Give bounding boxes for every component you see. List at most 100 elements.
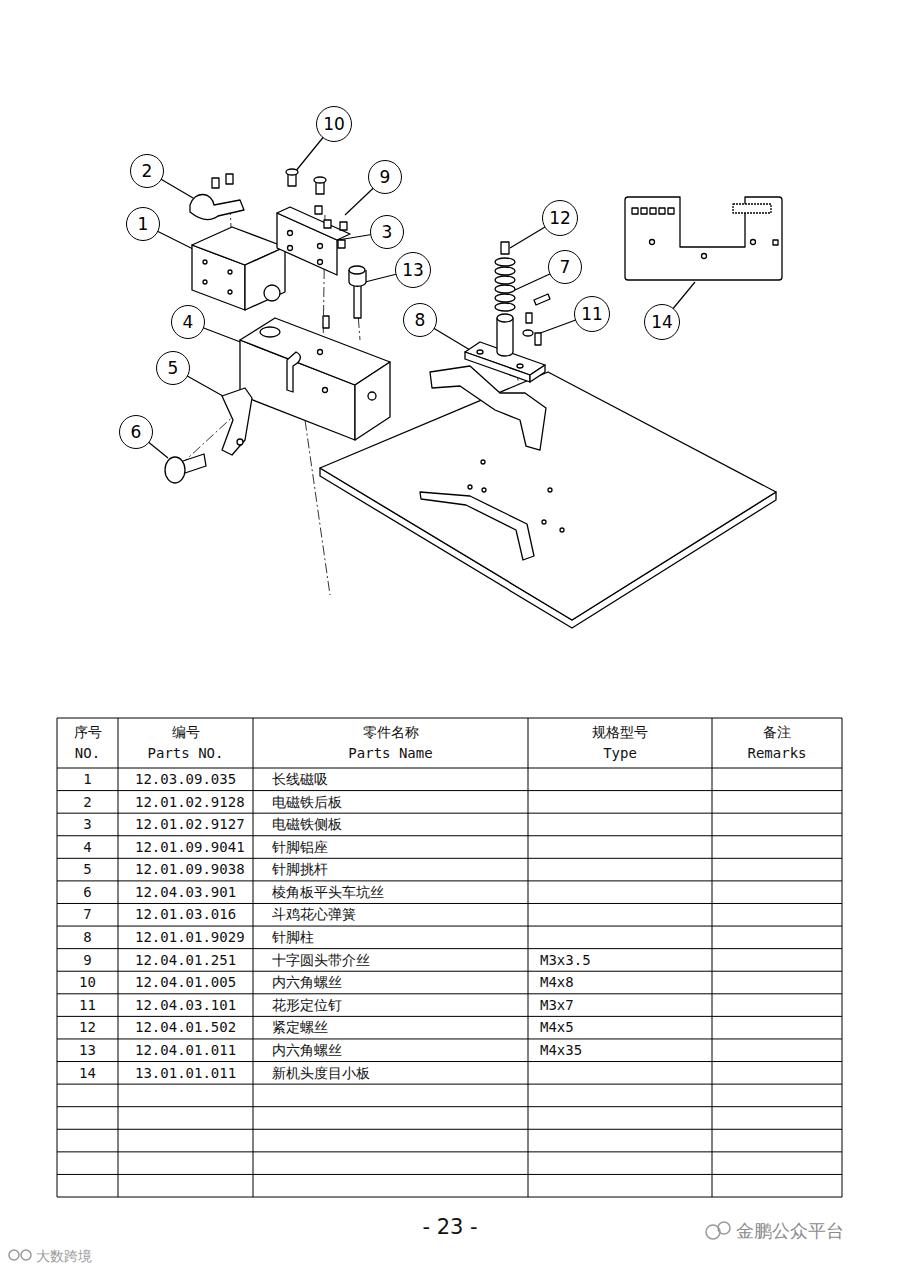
table-rule [57,1197,842,1198]
table-cell: M4x35 [540,1042,582,1059]
table-cell: M3x7 [540,997,574,1014]
callout-circle: 7 [548,250,582,284]
table-cell: 新机头度目小板 [272,1065,370,1082]
table-rule [842,718,843,1197]
callout-number: 10 [323,114,345,134]
callout-number: 4 [183,312,194,332]
table-rule [57,718,58,1197]
table-cell: 8 [83,929,91,946]
table-cell: 14 [79,1065,96,1082]
table-cell: 针脚铝座 [272,839,328,856]
table-rule [712,718,713,1197]
table-rule [57,1016,842,1017]
table-cell: M4x5 [540,1019,574,1036]
table-rule [57,971,842,972]
table-rule [57,1084,842,1085]
callout-circle: 12 [542,200,578,236]
table-rule [57,813,842,814]
table-cell: 12.04.01.005 [135,974,236,991]
table-cell: 7 [83,906,91,923]
callout-number: 12 [549,208,571,228]
table-cell: 10 [79,974,96,991]
table-cell: 针脚柱 [272,929,314,946]
table-cell: 花形定位钉 [272,997,342,1014]
callout-number: 8 [415,310,426,330]
table-cell: 12.01.03.016 [135,906,236,923]
table-cell: 12.01.09.9041 [135,839,245,856]
callout-circle: 14 [644,304,680,340]
table-rule [57,903,842,904]
table-cell: 12.01.01.9029 [135,929,245,946]
table-rule [57,1129,842,1130]
table-cell: 长线磁吸 [272,771,328,788]
table-cell: 1 [83,771,91,788]
table-cell: 2 [83,794,91,811]
table-cell: 9 [83,952,91,969]
callout-circle: 11 [574,296,610,332]
table-rule [57,1106,842,1107]
callout-circle: 3 [370,215,404,249]
table-header: 备注 [763,724,791,741]
table-rule [57,1174,842,1175]
table-cell: 3 [83,816,91,833]
callout-circle: 4 [171,305,205,339]
table-header: 规格型号 [592,724,648,741]
table-cell: 12.04.01.011 [135,1042,236,1059]
table-header: Remarks [747,745,806,762]
table-header: NO. [75,745,100,762]
table-cell: 12.03.09.035 [135,771,236,788]
callout-number: 9 [380,167,391,187]
table-header: Parts NO. [148,745,224,762]
table-rule [57,718,842,719]
table-header: 序号 [74,724,102,741]
table-header: 零件名称 [363,724,419,741]
table-rule [57,880,842,881]
callout-circle: 5 [156,351,190,385]
table-cell: 12.04.01.502 [135,1019,236,1036]
callout-circle: 6 [119,415,153,449]
table-cell: 13 [79,1042,96,1059]
callout-circle: 1 [126,207,160,241]
callout-circle: 8 [403,303,437,337]
table-cell: 内六角螺丝 [272,974,342,991]
table-cell: 电磁铁后板 [272,794,342,811]
table-cell: M4x8 [540,974,574,991]
callout-number: 1 [138,214,149,234]
table-rule [57,948,842,949]
callout-number: 6 [131,422,142,442]
table-rule [253,718,254,1197]
table-cell: 12.04.03.901 [135,884,236,901]
table-cell: 11 [79,997,96,1014]
callout-number: 7 [560,257,571,277]
table-rule [57,858,842,859]
table-rule [57,1151,842,1152]
callout-circle: 2 [130,154,164,188]
table-cell: 12.04.01.251 [135,952,236,969]
callout-circle: 9 [368,160,402,194]
table-rule [57,926,842,927]
table-cell: 12.04.03.101 [135,997,236,1014]
table-cell: 棱角板平头车坑丝 [272,884,384,901]
table-cell: 内六角螺丝 [272,1042,342,1059]
table-cell: M3x3.5 [540,952,591,969]
table-header: Parts Name [348,745,432,762]
callout-number: 11 [581,304,603,324]
watermark: 金鹏公众平台 [736,1220,844,1242]
table-rule [57,993,842,994]
table-header: 编号 [172,724,200,741]
callout-number: 2 [142,161,153,181]
table-rule [57,835,842,836]
table-cell: 12.01.02.9128 [135,794,245,811]
callout-circle: 10 [316,106,352,142]
table-cell: 12.01.02.9127 [135,816,245,833]
table-cell: 13.01.01.011 [135,1065,236,1082]
table-cell: 4 [83,839,91,856]
callout-number: 3 [382,222,393,242]
callout-number: 13 [402,260,424,280]
table-rule [57,1061,842,1062]
page-number: - 23 - [422,1215,477,1240]
table-cell: 12 [79,1019,96,1036]
table-cell: 紧定螺丝 [272,1019,328,1036]
